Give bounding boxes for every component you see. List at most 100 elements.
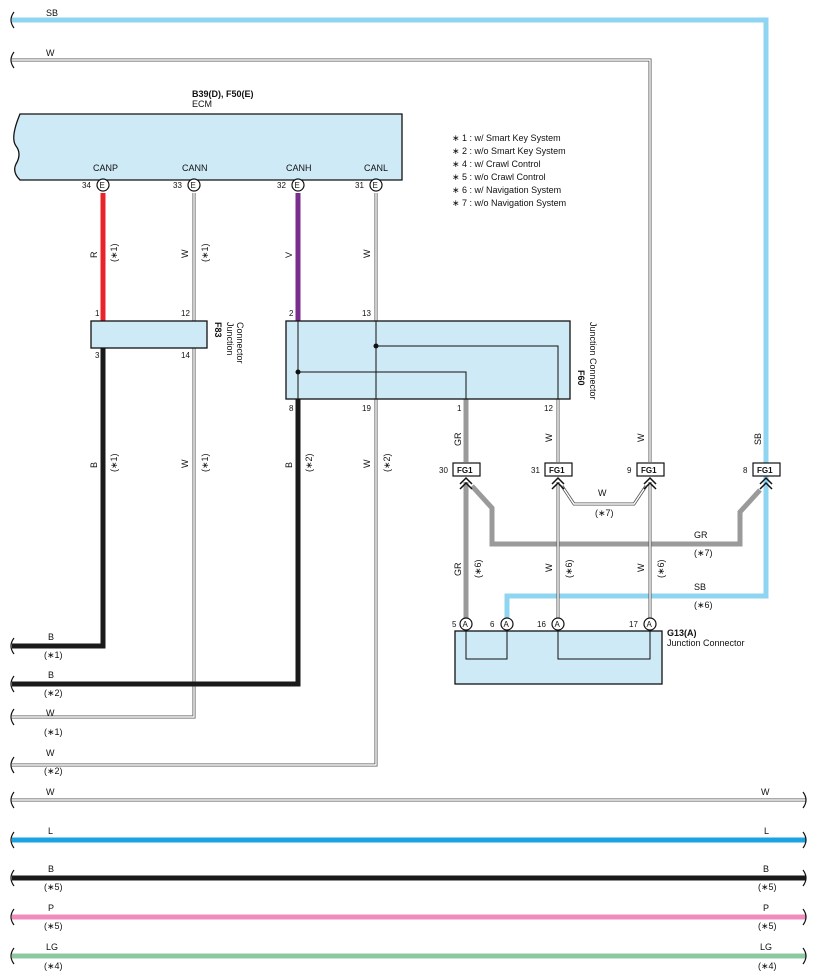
ecm-code: B39(D), F50(E) bbox=[192, 89, 254, 99]
label-l-left: L bbox=[48, 826, 53, 836]
g13-junction-connector: G13(A) Junction Connector A 5 A 6 A 16 A… bbox=[452, 617, 745, 685]
wire-sb-top bbox=[12, 17, 769, 466]
break-marks-left bbox=[10, 11, 15, 965]
fg1-label: FG1 bbox=[457, 466, 473, 475]
ecm-pin-conn: E bbox=[295, 181, 300, 190]
label-n1-v: (∗1) bbox=[200, 453, 210, 472]
break-marks-right bbox=[802, 791, 807, 965]
wire-w-bridge bbox=[561, 485, 647, 505]
label-n6-v: (∗6) bbox=[656, 559, 666, 578]
label-n5-left: (∗5) bbox=[44, 882, 63, 892]
ecm-pin-conn: E bbox=[100, 181, 105, 190]
label-b-v: B bbox=[89, 462, 99, 468]
label-p-left: P bbox=[48, 903, 54, 913]
fg1-pin-30: FG1 30 bbox=[439, 462, 481, 490]
label-n4-right: (∗4) bbox=[758, 961, 777, 971]
label-n2: (∗2) bbox=[44, 766, 63, 776]
f83-pin-3: 3 bbox=[95, 351, 100, 360]
label-w-v: W bbox=[636, 433, 646, 442]
fg1-pin-8: FG1 8 bbox=[743, 462, 781, 490]
wire-sb-g13 bbox=[504, 474, 769, 622]
fg1-label: FG1 bbox=[549, 466, 565, 475]
f83-code: F83 bbox=[213, 322, 223, 338]
label-w-bridge: W bbox=[598, 488, 607, 498]
wire-b-f60 bbox=[12, 399, 301, 687]
ecm-component: B39(D), F50(E) ECM CANP CANN CANH CANL bbox=[13, 89, 403, 181]
label-n1: (∗1) bbox=[44, 727, 63, 737]
label-l-right: L bbox=[764, 826, 769, 836]
fg1-pin-31: FG1 31 bbox=[531, 462, 573, 490]
f83-pin-1: 1 bbox=[95, 309, 100, 318]
fg1-pin-num: 31 bbox=[531, 466, 540, 475]
f60-junction-connector: 2 13 8 19 1 12 F60 Junction Connector bbox=[285, 309, 598, 413]
label-w-v: W bbox=[362, 249, 372, 258]
label-sb-top: SB bbox=[46, 8, 58, 18]
f83-pin-12: 12 bbox=[181, 309, 190, 318]
f60-pin-19: 19 bbox=[362, 404, 371, 413]
label-gr-v: GR bbox=[453, 562, 463, 576]
label-n4-left: (∗4) bbox=[44, 961, 63, 971]
label-gr-cross: GR bbox=[694, 530, 708, 540]
ecm-pin-label-canl: CANL bbox=[364, 163, 388, 173]
g13-pin-5: 5 bbox=[452, 620, 457, 629]
label-n6-sb: (∗6) bbox=[694, 600, 713, 610]
note-2: ∗ 2 : w/o Smart Key System bbox=[452, 146, 566, 156]
note-7: ∗ 7 : w/o Navigation System bbox=[452, 198, 566, 208]
ecm-pin-num: 33 bbox=[173, 181, 182, 190]
label-w-top: W bbox=[46, 48, 55, 58]
note-6: ∗ 6 : w/ Navigation System bbox=[452, 185, 561, 195]
g13-code: G13(A) bbox=[667, 628, 697, 638]
fg1-pin-num: 9 bbox=[627, 466, 632, 475]
label-b-left: B bbox=[48, 864, 54, 874]
label-b-v: B bbox=[284, 462, 294, 468]
note-5: ∗ 5 : w/o Crawl Control bbox=[452, 172, 546, 182]
g13-pin-conn: A bbox=[463, 620, 469, 629]
label-r: R bbox=[89, 251, 99, 258]
ecm-pin-num: 31 bbox=[355, 181, 364, 190]
ecm-pin-label-canp: CANP bbox=[93, 163, 118, 173]
label-n5-left: (∗5) bbox=[44, 921, 63, 931]
ecm-pins: E 34 E 33 E 32 E 31 bbox=[82, 178, 383, 192]
note-1: ∗ 1 : w/ Smart Key System bbox=[452, 133, 561, 143]
label-w-bottom-left: W bbox=[46, 787, 55, 797]
g13-pin-16: 16 bbox=[537, 620, 546, 629]
ecm-pin-conn: E bbox=[373, 181, 378, 190]
label-n5-right: (∗5) bbox=[758, 921, 777, 931]
f60-code: F60 bbox=[576, 370, 586, 386]
f60-name: Junction Connector bbox=[588, 322, 598, 400]
g13-pin-17: 17 bbox=[629, 620, 638, 629]
label-w-v: W bbox=[362, 459, 372, 468]
f83-junction-connector: 1 12 3 14 F83 Junction Connector bbox=[90, 309, 245, 364]
f60-pin-8: 8 bbox=[289, 404, 294, 413]
f60-pin-12: 12 bbox=[544, 404, 553, 413]
wire-w-f83 bbox=[12, 348, 195, 718]
legend-notes: ∗ 1 : w/ Smart Key System ∗ 2 : w/o Smar… bbox=[452, 133, 566, 208]
label-n1-v: (∗1) bbox=[109, 243, 119, 262]
label-w-bottom-right: W bbox=[761, 787, 770, 797]
label-w-v: W bbox=[180, 249, 190, 258]
g13-pin-conn: A bbox=[504, 620, 510, 629]
fg1-connectors: FG1 30 FG1 31 FG1 9 FG1 8 bbox=[439, 462, 781, 490]
wire-gr-cross bbox=[470, 484, 762, 547]
label-n6-v: (∗6) bbox=[564, 559, 574, 578]
label-w: W bbox=[46, 748, 55, 758]
f60-pin-2: 2 bbox=[289, 309, 294, 318]
f83-name1: Junction bbox=[225, 322, 235, 356]
g13-pin-conn: A bbox=[555, 620, 561, 629]
label-lg-left: LG bbox=[46, 942, 58, 952]
label-sb-v: SB bbox=[753, 433, 763, 445]
wire-labels-vertical: R (∗1) W (∗1) V W B (∗1) W (∗1) B (∗2) W… bbox=[89, 243, 763, 578]
ecm-pin-num: 34 bbox=[82, 181, 91, 190]
fg1-pin-num: 30 bbox=[439, 466, 448, 475]
ecm-pin-label-cann: CANN bbox=[182, 163, 208, 173]
label-n1: (∗1) bbox=[44, 650, 63, 660]
label-v-v: V bbox=[284, 252, 294, 258]
label-n7-cross: (∗7) bbox=[694, 548, 713, 558]
wire-w-f60 bbox=[12, 399, 377, 766]
label-n2: (∗2) bbox=[44, 688, 63, 698]
f60-pin-1: 1 bbox=[457, 404, 462, 413]
label-n2-v: (∗2) bbox=[382, 453, 392, 472]
wire-b-f83 bbox=[12, 348, 106, 649]
ecm-pin-label-canh: CANH bbox=[286, 163, 312, 173]
